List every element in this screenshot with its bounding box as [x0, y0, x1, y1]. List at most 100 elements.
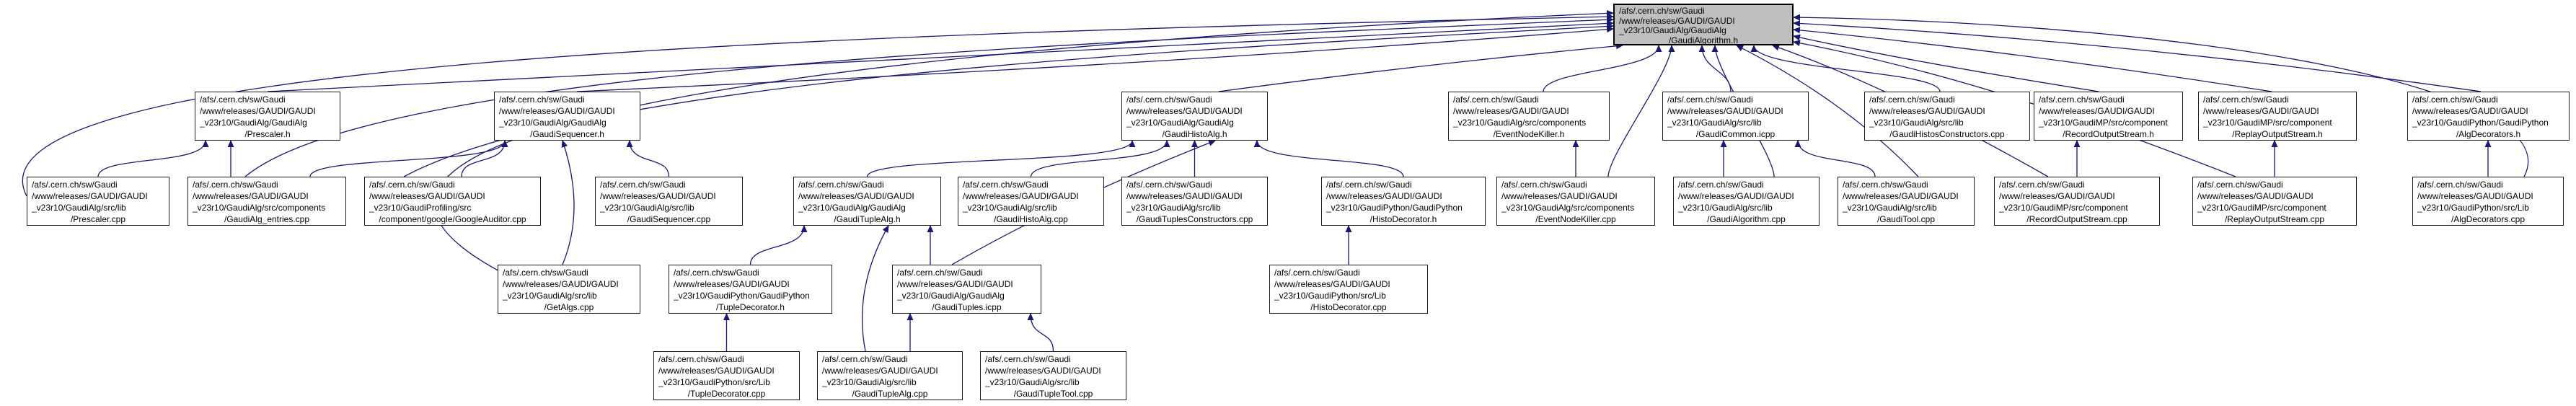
- node-label-line: /afs/.cern.ch/sw/Gaudi: [503, 268, 588, 278]
- node-label-line: /component/google/GoogleAuditor.cpp: [379, 214, 526, 224]
- graph-node-GaudiHistoAlg.cpp[interactable]: /afs/.cern.ch/sw/Gaudi/www/releases/GAUD…: [958, 177, 1104, 226]
- include-edge-GaudiAlg_entries.cpp-to-GaudiAlgorithm.h: [244, 16, 1614, 177]
- node-label-line: /AlgDecorators.cpp: [2451, 214, 2526, 224]
- include-edge-GoogleAuditor.cpp-to-GaudiSequencer.h: [461, 140, 508, 177]
- include-edge-ReplayOutputStream.h-to-GaudiAlgorithm.h: [1793, 27, 2272, 92]
- node-label-line: /afs/.cern.ch/sw/Gaudi: [798, 180, 884, 190]
- graph-node-GaudiTuples.icpp[interactable]: /afs/.cern.ch/sw/Gaudi/www/releases/GAUD…: [892, 265, 1041, 314]
- node-label-line: /GaudiCommon.icpp: [1695, 129, 1776, 139]
- node-label-line: _v23r10/GaudiPython/src/Lib: [2417, 203, 2529, 213]
- graph-node-GaudiTool.cpp[interactable]: /afs/.cern.ch/sw/Gaudi/www/releases/GAUD…: [1838, 177, 1975, 226]
- node-label-line: /www/releases/GAUDI/GAUDI: [369, 191, 485, 201]
- graph-node-AlgDecorators.h[interactable]: /afs/.cern.ch/sw/Gaudi/www/releases/GAUD…: [2407, 92, 2570, 141]
- graph-node-GaudiTupleTool.cpp[interactable]: /afs/.cern.ch/sw/Gaudi/www/releases/GAUD…: [980, 351, 1126, 400]
- node-label-line: _v23r10/GaudiAlg/src/lib: [963, 203, 1057, 213]
- node-label-line: _v23r10/GaudiPython/src/Lib: [658, 377, 770, 387]
- node-label-line: _v23r10/GaudiAlg/GaudiAlg: [1619, 26, 1726, 35]
- node-label-line: /www/releases/GAUDI/GAUDI: [1667, 106, 1783, 116]
- graph-node-GaudiTuplesConstructors.cpp[interactable]: /afs/.cern.ch/sw/Gaudi/www/releases/GAUD…: [1121, 177, 1268, 226]
- graph-node-RecordOutputStream.cpp[interactable]: /afs/.cern.ch/sw/Gaudi/www/releases/GAUD…: [1994, 177, 2160, 226]
- node-label-line: /www/releases/GAUDI/GAUDI: [985, 366, 1101, 376]
- node-label-line: _v23r10/GaudiMP/src/component: [2039, 118, 2168, 128]
- graph-node-ReplayOutputStream.cpp[interactable]: /afs/.cern.ch/sw/Gaudi/www/releases/GAUD…: [2192, 177, 2357, 226]
- node-label-line: /GaudiAlgorithm.cpp: [1707, 214, 1786, 224]
- node-label-line: /RecordOutputStream.cpp: [2026, 214, 2127, 224]
- graph-node-HistoDecorator.cpp[interactable]: /afs/.cern.ch/sw/Gaudi/www/releases/GAUD…: [1269, 265, 1428, 314]
- graph-node-GaudiTupleAlg.cpp[interactable]: /afs/.cern.ch/sw/Gaudi/www/releases/GAUD…: [817, 351, 963, 400]
- node-label-line: /afs/.cern.ch/sw/Gaudi: [1999, 180, 2085, 190]
- node-label-line: /www/releases/GAUDI/GAUDI: [1126, 106, 1243, 116]
- node-label-line: /GaudiTupleAlg.cpp: [852, 389, 928, 399]
- node-label-line: _v23r10/GaudiAlg/src/lib: [32, 203, 126, 213]
- node-label-line: /www/releases/GAUDI/GAUDI: [658, 366, 775, 376]
- node-label-line: /www/releases/GAUDI/GAUDI: [32, 191, 148, 201]
- include-edge-GaudiSequencer.cpp-to-GaudiSequencer.h: [626, 140, 670, 177]
- graph-node-GaudiSequencer.cpp[interactable]: /afs/.cern.ch/sw/Gaudi/www/releases/GAUD…: [595, 177, 743, 226]
- node-label-line: /afs/.cern.ch/sw/Gaudi: [2197, 180, 2283, 190]
- node-label-line: /afs/.cern.ch/sw/Gaudi: [2417, 180, 2503, 190]
- graph-node-GaudiHistosConstructors.cpp[interactable]: /afs/.cern.ch/sw/Gaudi/www/releases/GAUD…: [1864, 92, 2030, 141]
- node-label-line: /EventNodeKiller.cpp: [1535, 214, 1616, 224]
- node-label-line: /afs/.cern.ch/sw/Gaudi: [985, 354, 1071, 364]
- include-edge-GaudiHistoAlg.cpp-to-GaudiHistoAlg.h: [1030, 140, 1170, 177]
- node-label-line: /www/releases/GAUDI/GAUDI: [1274, 279, 1390, 289]
- graph-node-GaudiHistoAlg.h[interactable]: /afs/.cern.ch/sw/Gaudi/www/releases/GAUD…: [1121, 92, 1268, 141]
- node-label-line: /afs/.cern.ch/sw/Gaudi: [1126, 94, 1212, 105]
- node-label-line: /afs/.cern.ch/sw/Gaudi: [369, 180, 455, 190]
- include-edge-HistoDecorator.h-to-GaudiHistoAlg.h: [1253, 140, 1404, 177]
- graph-node-Prescaler.cpp[interactable]: /afs/.cern.ch/sw/Gaudi/www/releases/GAUD…: [27, 177, 169, 226]
- node-label-line: /GaudiAlgorithm.h: [1668, 35, 1739, 45]
- node-label-line: /www/releases/GAUDI/GAUDI: [1453, 106, 1569, 116]
- node-label-line: _v23r10/GaudiAlg/GaudiAlg: [798, 203, 906, 213]
- node-label-line: /afs/.cern.ch/sw/Gaudi: [193, 180, 278, 190]
- graph-node-GoogleAuditor.cpp[interactable]: /afs/.cern.ch/sw/Gaudi/www/releases/GAUD…: [364, 177, 541, 226]
- graph-node-ReplayOutputStream.h[interactable]: /afs/.cern.ch/sw/Gaudi/www/releases/GAUD…: [2198, 92, 2357, 141]
- node-label-line: /www/releases/GAUDI/GAUDI: [2197, 191, 2313, 201]
- graph-node-GaudiAlgorithm.cpp[interactable]: /afs/.cern.ch/sw/Gaudi/www/releases/GAUD…: [1673, 177, 1819, 226]
- graph-node-GaudiTupleAlg.h[interactable]: /afs/.cern.ch/sw/Gaudi/www/releases/GAUD…: [793, 177, 941, 226]
- include-edge-GetAlgs.cpp-to-GaudiSequencer.h: [561, 140, 575, 265]
- graph-node-AlgDecorators.cpp[interactable]: /afs/.cern.ch/sw/Gaudi/www/releases/GAUD…: [2412, 177, 2564, 226]
- node-label-line: _v23r10/GaudiAlg/src/components: [193, 203, 326, 213]
- node-label-line: /www/releases/GAUDI/GAUDI: [2203, 106, 2319, 116]
- node-label-line: _v23r10/GaudiProfiling/src: [369, 203, 472, 213]
- node-label-line: /Prescaler.cpp: [70, 214, 126, 224]
- node-label-line: /GaudiTuples.icpp: [932, 302, 1002, 312]
- node-label-line: /Prescaler.h: [244, 129, 291, 139]
- node-label-line: /www/releases/GAUDI/GAUDI: [798, 191, 914, 201]
- graph-node-GaudiCommon.icpp[interactable]: /afs/.cern.ch/sw/Gaudi/www/releases/GAUD…: [1662, 92, 1809, 141]
- graph-node-GetAlgs.cpp[interactable]: /afs/.cern.ch/sw/Gaudi/www/releases/GAUD…: [498, 265, 640, 314]
- node-label-line: _v23r10/GaudiAlg/src/lib: [1843, 203, 1937, 213]
- node-label-line: /ReplayOutputStream.h: [2232, 129, 2323, 139]
- graph-node-EventNodeKiller.h[interactable]: /afs/.cern.ch/sw/Gaudi/www/releases/GAUD…: [1448, 92, 1610, 141]
- node-label-line: /HistoDecorator.cpp: [1310, 302, 1387, 312]
- node-label-line: /afs/.cern.ch/sw/Gaudi: [32, 180, 118, 190]
- node-label-line: /www/releases/GAUDI/GAUDI: [674, 279, 790, 289]
- node-label-line: /RecordOutputStream.h: [2063, 129, 2154, 139]
- node-label-line: /www/releases/GAUDI/GAUDI: [1678, 191, 1794, 201]
- include-edge-GaudiAlg_entries.cpp-to-GaudiSequencer.h: [309, 140, 508, 177]
- graph-node-RecordOutputStream.h[interactable]: /afs/.cern.ch/sw/Gaudi/www/releases/GAUD…: [2034, 92, 2183, 141]
- node-label-line: /GaudiSequencer.cpp: [627, 214, 711, 224]
- graph-node-HistoDecorator.h[interactable]: /afs/.cern.ch/sw/Gaudi/www/releases/GAUD…: [1321, 177, 1486, 226]
- node-label-line: /www/releases/GAUDI/GAUDI: [499, 106, 615, 116]
- graph-node-TupleDecorator.cpp[interactable]: /afs/.cern.ch/sw/Gaudi/www/releases/GAUD…: [653, 351, 800, 400]
- node-label-line: _v23r10/GaudiMP/src/component: [2197, 203, 2326, 213]
- node-label-line: _v23r10/GaudiAlg/GaudiAlg: [200, 118, 307, 128]
- graph-node-EventNodeKiller.cpp[interactable]: /afs/.cern.ch/sw/Gaudi/www/releases/GAUD…: [1496, 177, 1655, 226]
- node-label-line: /afs/.cern.ch/sw/Gaudi: [674, 268, 759, 278]
- include-edge-GetAlgs.cpp-to-GaudiAlgorithm.h: [433, 9, 1614, 275]
- node-label-line: /AlgDecorators.h: [2456, 129, 2521, 139]
- graph-node-Prescaler.h[interactable]: /afs/.cern.ch/sw/Gaudi/www/releases/GAUD…: [195, 92, 340, 141]
- node-label-line: /afs/.cern.ch/sw/Gaudi: [658, 354, 744, 364]
- graph-node-GaudiAlgorithm.h[interactable]: /afs/.cern.ch/sw/Gaudi/www/releases/GAUD…: [1613, 4, 1794, 45]
- node-label-line: /afs/.cern.ch/sw/Gaudi: [1501, 180, 1587, 190]
- node-label-line: /TupleDecorator.cpp: [687, 389, 766, 399]
- graph-node-GaudiAlg_entries.cpp[interactable]: /afs/.cern.ch/sw/Gaudi/www/releases/GAUD…: [188, 177, 346, 226]
- graph-node-TupleDecorator.h[interactable]: /afs/.cern.ch/sw/Gaudi/www/releases/GAUD…: [669, 265, 832, 314]
- include-edge-GaudiTool.cpp-to-GaudiCommon.icpp: [1794, 140, 1876, 177]
- graph-node-GaudiSequencer.h[interactable]: /afs/.cern.ch/sw/Gaudi/www/releases/GAUD…: [494, 92, 640, 141]
- include-edge-GaudiTupleTool.cpp-to-GaudiTuples.icpp: [1027, 313, 1054, 352]
- node-label-line: /GaudiHistoAlg.h: [1162, 129, 1227, 139]
- node-label-line: /afs/.cern.ch/sw/Gaudi: [1678, 180, 1764, 190]
